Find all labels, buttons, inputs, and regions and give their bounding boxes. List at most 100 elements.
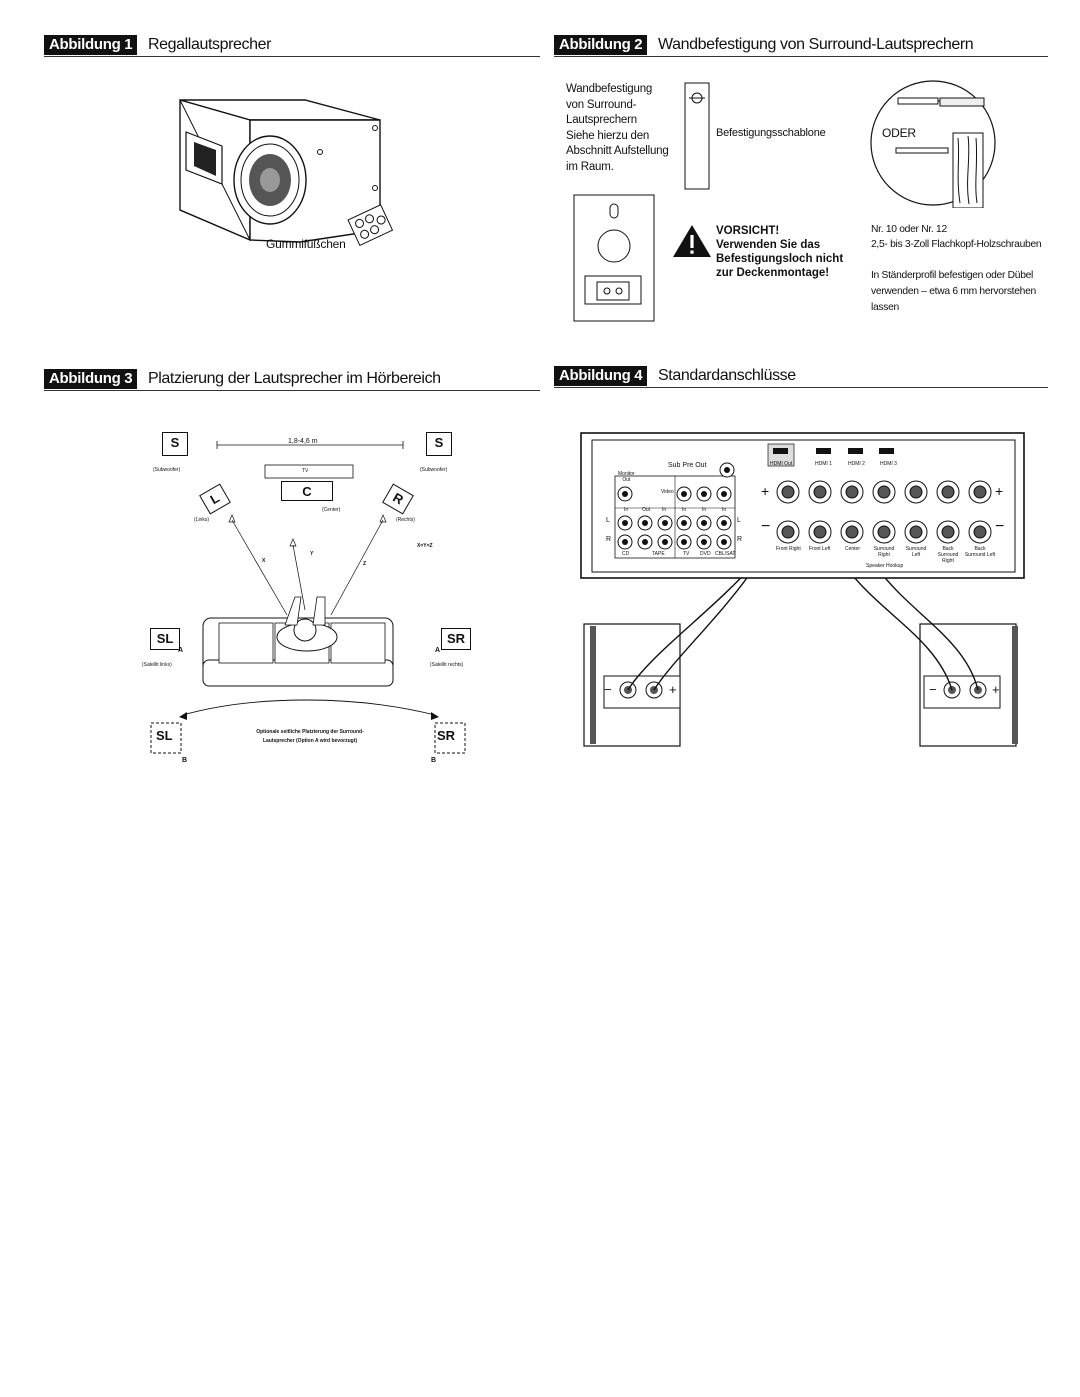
distance-y-label: Y [310, 551, 314, 557]
figure-2-header: Abbildung 2 Wandbefestigung von Surround… [554, 35, 1048, 57]
source-tv-label: TV [683, 551, 690, 557]
optional-placement-note: Optionale seitliche Platzierung der Surr… [222, 728, 398, 746]
equal-distance-label: X=Y=Z [417, 543, 433, 549]
subwoofer-left-box: S [162, 432, 188, 456]
hdmi-out-label: HDMI Out [770, 461, 793, 467]
monitor-label-line: Out [622, 477, 631, 483]
satellite-left-caption: (Satellit links) [142, 662, 172, 668]
channel-front-right: Front Right [776, 546, 801, 552]
left-speaker-caption: (Links) [194, 517, 210, 523]
monitor-label-line: Monitor [618, 471, 635, 477]
bookshelf-speaker-illustration [179, 99, 394, 247]
speaker-rear-panel [573, 194, 655, 322]
wall-text-line: Siehe hierzu den [566, 129, 650, 142]
wall-mount-description: Wandbefestigung von Surround- Lautsprech… [566, 82, 669, 176]
figure-2-title: Wandbefestigung von Surround-Lautspreche… [658, 36, 974, 53]
center-speaker-box: C [281, 481, 333, 501]
subwoofer-left-caption: (Subwoofer) [153, 467, 181, 473]
figure-1-badge: Abbildung 1 [44, 35, 138, 55]
figure-4-header: Abbildung 4 Standardanschlüsse [554, 366, 1048, 388]
optional-line: Optionale seitliche Platzierung der Surr… [256, 729, 364, 735]
in-label: In [624, 507, 629, 513]
out-label: Out [642, 507, 651, 513]
anchor-line: verwenden – etwa 6 mm hervorstehen [871, 286, 1036, 297]
screw-line: Nr. 10 oder Nr. 12 [871, 224, 947, 235]
surround-left-option-b: B [182, 757, 188, 764]
warning-icon [673, 225, 711, 257]
right-channel-label-2: R [737, 536, 743, 543]
hdmi-2-label: HDMI 2 [848, 461, 865, 467]
tv-label: TV [302, 468, 309, 474]
right-speaker-caption: (Rechts) [396, 517, 415, 523]
surround-right-b-label: SR [437, 728, 456, 743]
left-speaker-plus: + [669, 682, 677, 697]
rubber-feet-label: Gummifüßchen [266, 237, 346, 251]
caution-line: Befestigungsloch nicht [716, 253, 844, 265]
panel-plus-left: + [761, 483, 770, 499]
monitor-out-label: Monitor Out [618, 471, 635, 483]
surround-right-box: SR [441, 628, 471, 650]
figure-2-rule [554, 56, 1048, 57]
figure-3-badge: Abbildung 3 [44, 369, 138, 389]
mounting-template-strip [684, 82, 710, 190]
in-label: In [662, 507, 667, 513]
figure-1-title: Regallautsprecher [148, 36, 272, 53]
wall-text-line: im Raum. [566, 160, 614, 173]
subwoofer-right-box: S [426, 432, 452, 456]
wall-text-line: Wandbefestigung [566, 83, 653, 95]
surround-right-option-b: B [431, 757, 437, 764]
distance-z-label: Z [363, 561, 367, 567]
figure-3-title: Platzierung der Lautsprecher im Hörberei… [148, 370, 441, 387]
screw-anchor-detail-circle [870, 80, 996, 208]
surround-left-b-label: SL [156, 728, 173, 743]
anchor-line: In Ständerprofil befestigen oder Dübel [871, 270, 1034, 281]
caution-block: VORSICHT! Verwenden Sie das Befestigungs… [716, 224, 843, 280]
surround-left-option-a: A [178, 647, 184, 654]
surround-left-box: SL [150, 628, 180, 650]
subwoofer-right-caption: (Subwoofer) [420, 467, 448, 473]
channel-back-surround-left: Back Surround Left [964, 546, 996, 558]
figure-1-header: Abbildung 1 Regallautsprecher [44, 35, 540, 57]
right-speaker-plus: + [992, 682, 1000, 697]
surround-right-option-a: A [435, 647, 441, 654]
channel-back-surround-right: Back Surround Right [937, 546, 959, 564]
caution-line: zur Deckenmontage! [716, 267, 830, 279]
wall-text-line: Abschnitt Aufstellung [566, 145, 669, 158]
in-label: In [682, 507, 687, 513]
distance-label: 1,8-4,6 m [288, 438, 318, 445]
panel-minus-left: − [761, 518, 771, 535]
screw-spec: Nr. 10 oder Nr. 12 2,5- bis 3-Zoll Flach… [871, 222, 1042, 252]
wall-text-line: von Surround- [566, 98, 637, 111]
caution-line: Verwenden Sie das [716, 239, 821, 251]
receiver-back-panel [580, 432, 1025, 579]
panel-minus-right: − [995, 518, 1005, 535]
channel-surround-left: Surround Left [905, 546, 927, 558]
figure-1-rule [44, 56, 540, 57]
channel-center: Center [845, 546, 861, 552]
source-tape-label: TAPE [652, 551, 665, 557]
in-label: In [702, 507, 707, 513]
optional-line: Lautsprecher (Option A wird bevorzugt) [262, 738, 358, 744]
figure-4-badge: Abbildung 4 [554, 366, 648, 386]
figure-3-header: Abbildung 3 Platzierung der Lautsprecher… [44, 369, 540, 391]
or-label: ODER [882, 126, 916, 140]
template-label: Befestigungsschablone [716, 127, 826, 139]
figure-3-rule [44, 390, 540, 391]
left-channel-label: L [606, 517, 610, 524]
anchor-line: lassen [871, 302, 899, 313]
speaker-hookup-label: Speaker Hookup [866, 563, 904, 569]
source-dvd-label: DVD [700, 551, 711, 557]
in-label: In [722, 507, 727, 513]
listening-room-diagram [150, 441, 466, 754]
screw-line: 2,5- bis 3-Zoll Flachkopf-Holzschrauben [871, 239, 1042, 250]
hdmi-1-label: HDMI 1 [815, 461, 832, 467]
right-speaker-minus: − [929, 682, 937, 697]
source-cd-label: CD [622, 551, 630, 557]
channel-surround-right: Surround Right [873, 546, 895, 558]
panel-plus-right: + [995, 483, 1004, 499]
hdmi-3-label: HDMI 3 [880, 461, 897, 467]
left-speaker-minus: − [604, 682, 612, 697]
wall-text-line: Lautsprechern [566, 114, 637, 127]
sub-pre-out-label: Sub Pre Out [668, 462, 707, 469]
satellite-right-caption: (Satellit rechts) [430, 662, 464, 668]
